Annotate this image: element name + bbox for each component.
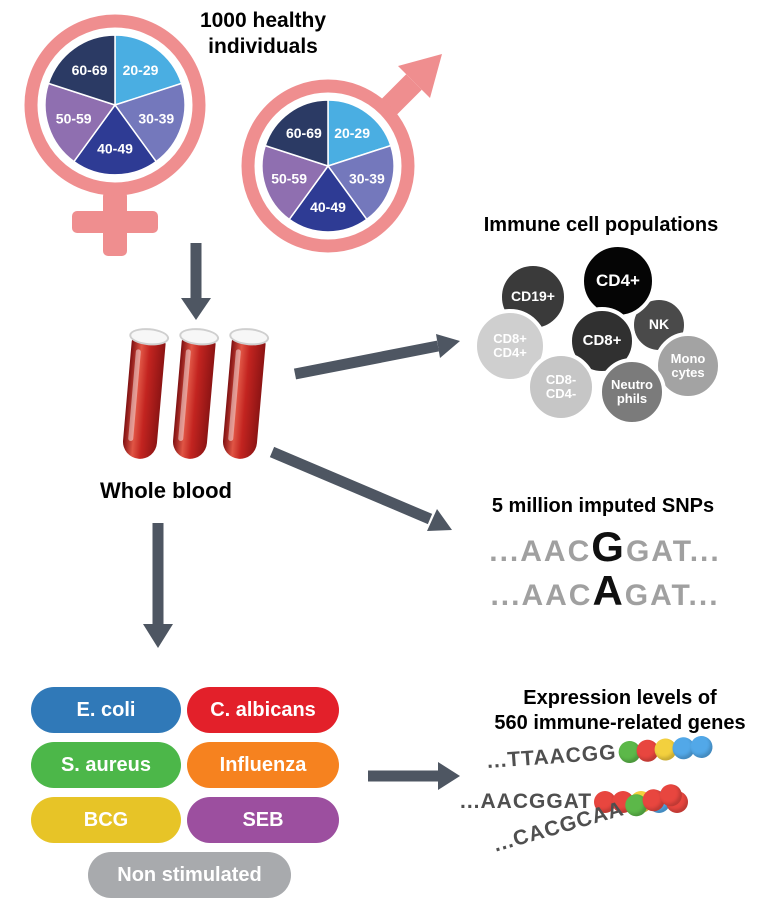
age-label: 60-69 xyxy=(72,62,108,78)
blood-tube xyxy=(118,326,170,466)
read-sequence: ...TTAACGG xyxy=(486,740,618,773)
cohort-title-line1: 1000 healthy xyxy=(199,9,327,32)
snps-title: 5 million imputed SNPs xyxy=(491,495,715,517)
gene-read-1: ...TTAACGG xyxy=(486,734,713,774)
snp-prefix: ...AAC xyxy=(489,535,592,568)
expression-dot-red xyxy=(594,791,617,813)
read-sequence: ...AACGGAT xyxy=(460,790,593,813)
age-label: 40-49 xyxy=(310,199,346,215)
age-label: 20-29 xyxy=(123,62,159,78)
cohort-title: 1000 healthy individuals xyxy=(178,8,348,60)
arrow-blood-to-stimuli xyxy=(143,523,173,648)
age-label: 40-49 xyxy=(97,140,133,156)
age-label: 60-69 xyxy=(286,125,322,141)
snp-sequence-1: ...AACGGAT... xyxy=(455,524,755,575)
age-label: 30-39 xyxy=(349,171,385,187)
age-label: 30-39 xyxy=(138,110,174,126)
blood-tube xyxy=(168,326,220,466)
expression-title-line1: Expression levels of xyxy=(523,687,717,709)
snp-sequence-2: ...AACAGAT... xyxy=(455,568,755,619)
age-segment-60-69 xyxy=(47,34,116,107)
read-dots xyxy=(617,735,713,764)
tube-body xyxy=(221,335,267,461)
tube-body xyxy=(171,335,217,461)
snp-suffix: GAT... xyxy=(624,579,720,612)
age-segment-20-29 xyxy=(327,99,392,168)
cohort-title-line2: individuals xyxy=(208,35,318,58)
arrow-stimuli-to-expression xyxy=(368,762,460,790)
age-segment-40-49 xyxy=(72,103,158,176)
stimulus-influenza: Influenza xyxy=(187,742,339,788)
stimulus-saureus: S. aureus xyxy=(31,742,181,788)
arrow-blood-to-snps xyxy=(269,446,452,531)
blood-tubes xyxy=(121,326,294,470)
age-segment-50-59 xyxy=(261,144,330,221)
age-label: 50-59 xyxy=(56,110,92,126)
tube-body xyxy=(121,335,167,461)
age-label: 50-59 xyxy=(271,171,307,187)
expression-title-line2: 560 immune-related genes xyxy=(494,712,746,734)
blood-tube xyxy=(218,326,270,466)
cell-neutrophils: Neutro phils xyxy=(598,358,666,426)
expression-title: Expression levels of 560 immune-related … xyxy=(470,686,770,736)
age-segment-50-59 xyxy=(44,82,117,163)
age-segment-30-39 xyxy=(113,82,186,163)
stimulus-nonstimulated: Non stimulated xyxy=(88,852,291,898)
female-symbol: 20-29 30-39 40-49 50-59 60-69 xyxy=(24,14,206,256)
female-cross-bar xyxy=(72,211,158,233)
stimulus-calbicans: C. albicans xyxy=(187,687,339,733)
stimulus-seb: SEB xyxy=(187,797,339,843)
arrow-blood-to-cells xyxy=(293,334,460,380)
expression-dot-blue xyxy=(689,735,713,759)
age-label: 20-29 xyxy=(334,125,370,141)
cell-cd8neg-cd4neg: CD8- CD4- xyxy=(526,352,596,422)
snp-prefix: ...AAC xyxy=(490,579,593,612)
male-arrow-head xyxy=(398,54,442,98)
whole-blood-label: Whole blood xyxy=(100,478,232,503)
age-segment-60-69 xyxy=(264,99,329,168)
immune-cell-cluster: CD19+ CD4+ NK CD8+ CD8+ CD4+ Mono cytes … xyxy=(470,243,760,440)
age-segment-40-49 xyxy=(288,164,368,233)
immune-cells-title: Immune cell populations xyxy=(483,214,719,236)
cell-monocytes: Mono cytes xyxy=(654,332,722,400)
snp-variant-allele: A xyxy=(592,567,625,614)
age-segment-30-39 xyxy=(326,144,395,221)
age-segment-20-29 xyxy=(114,34,183,107)
snp-suffix: GAT... xyxy=(625,535,721,568)
snp-variant-allele: G xyxy=(591,523,626,570)
female-age-pie: 20-29 30-39 40-49 50-59 60-69 xyxy=(44,34,186,176)
stimulus-bcg: BCG xyxy=(31,797,181,843)
stimulus-ecoli: E. coli xyxy=(31,687,181,733)
